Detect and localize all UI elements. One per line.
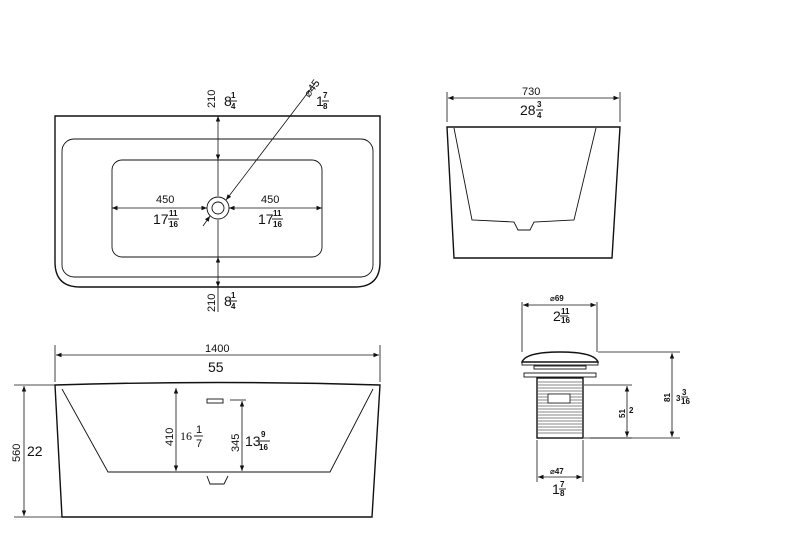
total-h-in-den: 16	[681, 397, 690, 406]
front-depth-in-num: 1	[196, 424, 202, 436]
cap-dim-mm: ⌀69	[550, 294, 564, 303]
bottom-dim-in-num: 1	[231, 291, 236, 300]
left-dim-in-den: 16	[169, 220, 178, 229]
front-length-mm: 1400	[205, 343, 229, 355]
top-dim-in-whole: 8	[224, 93, 232, 109]
end-width-mm: 730	[522, 86, 540, 98]
top-dim-mm: 210	[206, 90, 218, 108]
front-height-in: 22	[27, 443, 43, 459]
end-width-in-num: 3	[537, 100, 542, 109]
bottom-dim-in-whole: 8	[224, 293, 232, 309]
body-dim-in-whole: 1	[552, 481, 560, 497]
thread-pattern	[538, 381, 582, 434]
body-h-in: 2	[629, 406, 634, 415]
drain-dim-in-den: 8	[323, 102, 328, 111]
front-water-in-num: 9	[261, 430, 266, 439]
drain-dim-in-whole: 1	[316, 93, 324, 109]
body-dim-in-den: 8	[560, 489, 565, 498]
end-width-in-den: 4	[537, 111, 542, 120]
front-water-mm: 345	[230, 434, 242, 452]
total-h-in-num: 3	[682, 388, 687, 397]
top-view: 210 8 1 4 210 8 1 4 450 17 11 16 450 17 …	[54, 78, 381, 312]
front-length-in: 55	[208, 359, 224, 375]
right-dim-in-whole: 17	[258, 211, 274, 227]
end-view: 730 28 3 4	[446, 86, 621, 259]
top-dim-in-den: 4	[231, 102, 236, 111]
left-dim-mm: 450	[156, 194, 174, 206]
bottom-dim-mm: 210	[206, 294, 218, 312]
cap-dim-in-den: 16	[561, 316, 570, 325]
drain-dim-in-num: 7	[323, 91, 328, 100]
body-dim-in-num: 7	[560, 480, 565, 489]
front-water-in-den: 16	[259, 443, 268, 452]
front-depth-in-den: 7	[196, 438, 202, 450]
total-h-mm: 81	[663, 393, 672, 402]
right-dim-in-den: 16	[273, 220, 282, 229]
front-depth-in-whole: 16	[180, 429, 192, 443]
front-height-mm: 560	[11, 444, 23, 462]
total-h-in-whole: 3	[676, 394, 681, 403]
cap-dim-in-whole: 2	[553, 308, 561, 324]
drain-detail: ⌀69 2 11 16 ⌀47 1 7 8 51 2 81 3 3	[520, 294, 690, 498]
end-width-in-whole: 28	[520, 102, 536, 118]
left-dim-in-num: 11	[169, 209, 178, 218]
front-depth-mm: 410	[164, 428, 176, 446]
right-dim-in-num: 11	[273, 209, 282, 218]
front-water-in-whole: 13	[245, 433, 261, 449]
top-dim-in-num: 1	[231, 91, 236, 100]
body-h-mm: 51	[618, 409, 627, 418]
front-view: 1400 55 560 22 410 16 1 7 345 13 9 16	[11, 343, 381, 518]
body-dim-mm: ⌀47	[550, 467, 564, 476]
bottom-dim-in-den: 4	[231, 302, 236, 311]
left-dim-in-whole: 17	[153, 211, 169, 227]
right-dim-mm: 450	[261, 194, 279, 206]
cap-dim-in-num: 11	[561, 307, 570, 316]
